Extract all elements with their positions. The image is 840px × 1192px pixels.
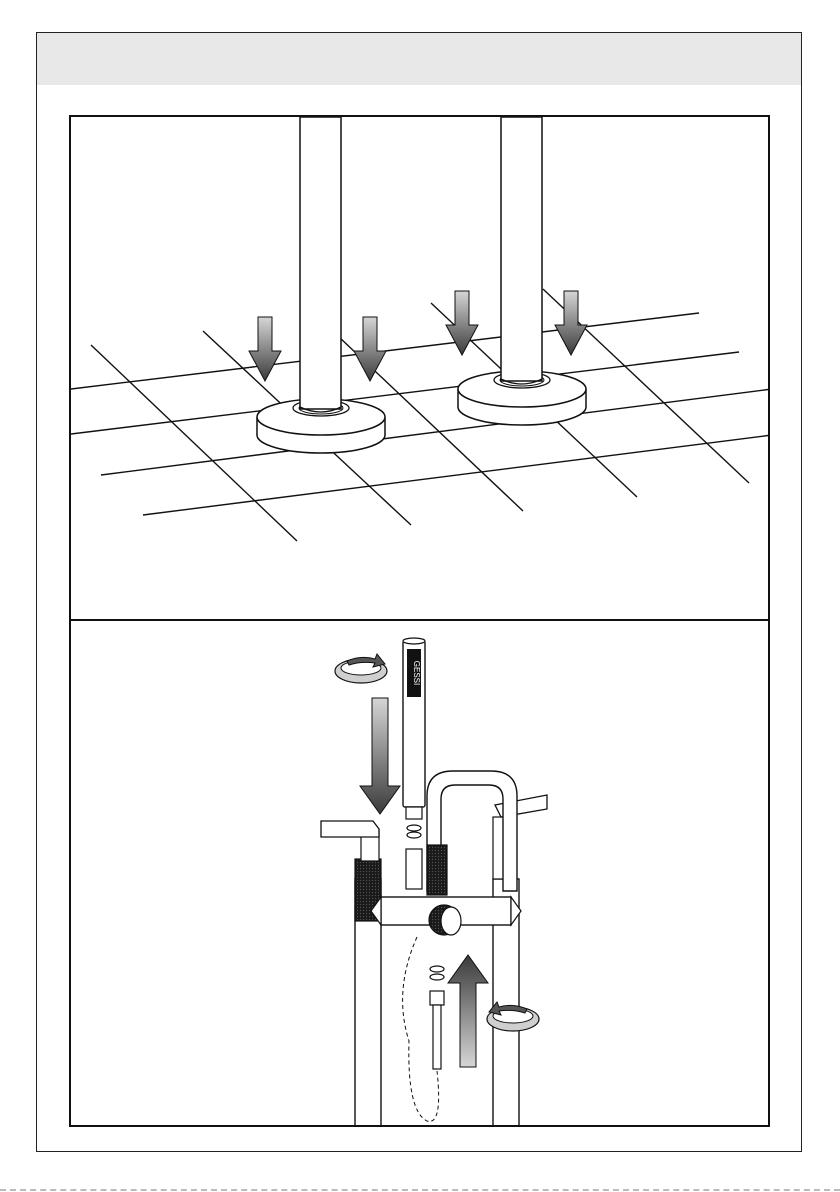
left-pillar bbox=[321, 821, 381, 1127]
floor-grid bbox=[71, 289, 770, 541]
handshower-brand-mark: GESSI bbox=[412, 661, 421, 685]
down-arrow-icon bbox=[446, 291, 478, 355]
right-pipe bbox=[458, 117, 586, 425]
header-band bbox=[37, 33, 801, 85]
handshower-illustration: GESSI bbox=[71, 621, 770, 1127]
down-arrow-icon bbox=[354, 317, 386, 381]
page-cut-line bbox=[0, 1189, 840, 1191]
rotate-clockwise-icon bbox=[335, 654, 387, 683]
down-arrow-icon bbox=[249, 317, 281, 381]
up-arrow-icon bbox=[448, 955, 488, 1067]
right-pillar bbox=[493, 795, 547, 1127]
washer bbox=[407, 825, 421, 838]
left-pipe bbox=[257, 117, 385, 453]
page-frame: GESSI bbox=[36, 32, 802, 1152]
hose-connector bbox=[430, 966, 444, 1069]
down-arrow-icon bbox=[555, 291, 587, 355]
figure-handshower-hose-connection: GESSI bbox=[69, 619, 770, 1127]
handshower: GESSI bbox=[403, 638, 425, 819]
down-arrow-icon bbox=[360, 698, 400, 814]
rotate-counterclockwise-icon bbox=[487, 1002, 539, 1031]
floor-mounting-illustration bbox=[71, 117, 770, 621]
figure-floor-mounting bbox=[69, 115, 770, 621]
